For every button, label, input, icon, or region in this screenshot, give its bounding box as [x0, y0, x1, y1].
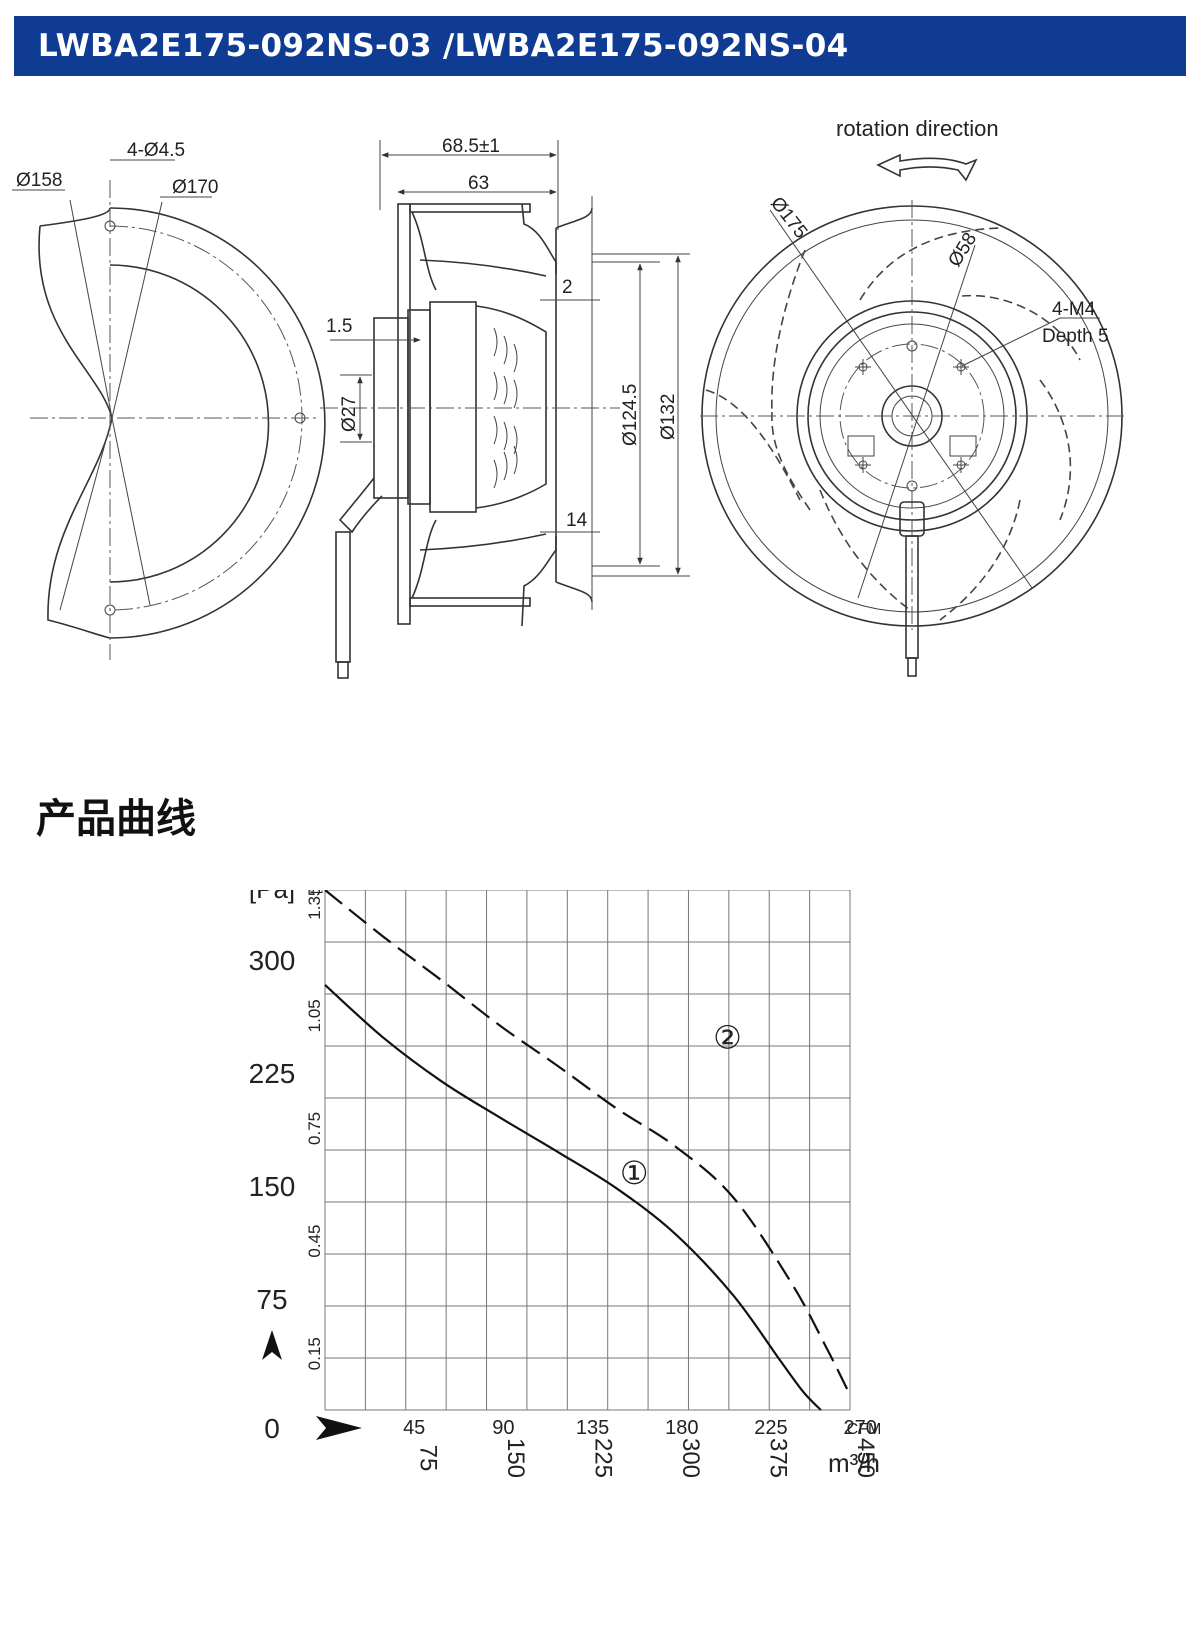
x-tick-m3h: 150	[502, 1438, 529, 1478]
section-title: 产品曲线	[36, 796, 196, 842]
dim-d27: Ø27	[339, 396, 360, 432]
x-tick-cfm: 135	[576, 1417, 609, 1439]
series-line-2	[324, 890, 851, 1396]
dim-2: 2	[562, 277, 573, 298]
series-label-2: ②	[713, 1019, 742, 1055]
y-tick-pa: 225	[249, 1058, 296, 1089]
series-line-1	[324, 984, 822, 1411]
x-tick-cfm: 180	[665, 1417, 698, 1439]
chart-grid	[324, 890, 851, 1411]
y-tick-inh2o: 0.15	[305, 1337, 324, 1370]
x-tick-cfm: 45	[403, 1417, 425, 1439]
y-tick-pa: 0	[264, 1413, 280, 1444]
dim-d132: Ø132	[658, 394, 679, 440]
model-title-banner: LWBA2E175-092NS-03 /LWBA2E175-092NS-04	[14, 16, 1186, 76]
y-tick-inh2o: 1.35	[305, 890, 324, 920]
x-axis-arrow-icon	[316, 1416, 362, 1440]
x-tick-m3h: 300	[677, 1438, 704, 1478]
chart-labels: 0 75 150 225 300 [Pa] 0.15 0.45 0.75 1.05 1.35[in.…	[249, 890, 880, 1478]
side-section-view	[320, 140, 690, 679]
x-tick-m3h: 225	[590, 1438, 617, 1478]
y-tick-inh2o: 0.45	[305, 1225, 324, 1258]
y-tick-inh2o: 0.75	[305, 1112, 324, 1145]
x-tick-m3h: 450	[852, 1438, 879, 1478]
series-label-1: ①	[620, 1155, 649, 1191]
mounting-ring-view	[12, 159, 326, 660]
y-unit-pa: [Pa]	[249, 890, 295, 904]
dim-depth: Depth 5	[1042, 326, 1109, 347]
rotation-direction-label: rotation direction	[836, 116, 999, 141]
y-unit-inh2o: [in.H₂O]	[308, 890, 323, 894]
x-tick-cfm: 270	[843, 1417, 876, 1439]
front-view	[700, 153, 1125, 677]
y-tick-pa: 150	[249, 1171, 296, 1202]
y-tick-pa: 75	[256, 1284, 287, 1315]
x-tick-m3h: 375	[765, 1438, 792, 1478]
chart-series: ①②	[324, 890, 851, 1411]
y-axis-arrow-icon	[262, 1330, 282, 1360]
y-tick-pa: 300	[249, 945, 296, 976]
x-unit-cfm: CFM	[847, 1421, 880, 1438]
performance-curve-chart: 0 75 150 225 300 [Pa] 0.15 0.45 0.75 1.05 1.35[in.…	[249, 890, 880, 1478]
dim-14: 14	[566, 510, 588, 531]
model-title: LWBA2E175-092NS-03 /LWBA2E175-092NS-04	[38, 28, 849, 64]
technical-drawing: Ø158 4-Ø4.5 Ø170	[12, 116, 1125, 679]
x-tick-cfm: 90	[492, 1417, 514, 1439]
dim-d124-5: Ø124.5	[620, 384, 641, 446]
x-tick-m3h: 75	[415, 1445, 442, 1472]
dim-1-5: 1.5	[326, 316, 352, 337]
x-unit-m3h: m³/h	[828, 1448, 880, 1478]
dim-len-63: 63	[468, 173, 489, 194]
y-tick-inh2o: 1.05	[305, 999, 324, 1032]
dim-len-total: 68.5±1	[442, 136, 500, 157]
x-tick-cfm: 225	[754, 1417, 787, 1439]
dim-holes: 4-Ø4.5	[127, 140, 185, 161]
dim-screw: 4-M4	[1052, 299, 1096, 320]
dim-d170: Ø170	[172, 177, 218, 198]
dim-d158: Ø158	[16, 170, 62, 191]
